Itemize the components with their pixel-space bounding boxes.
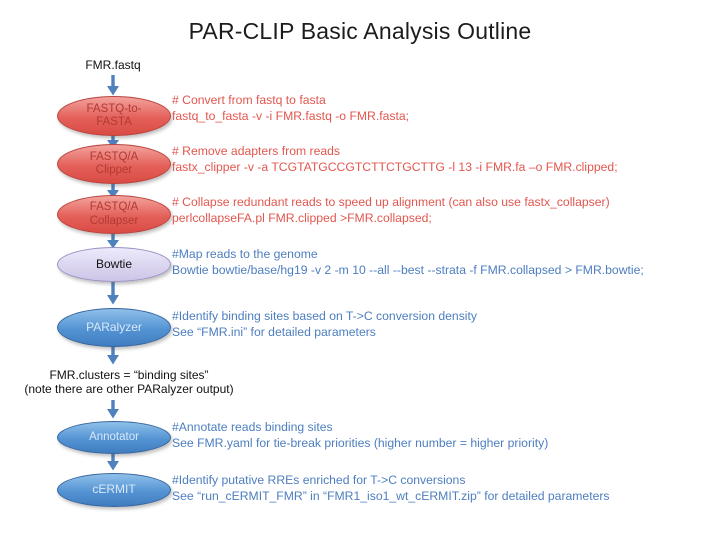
annotation-paralyzer: #Identify binding sites based on T->C co… — [172, 308, 477, 340]
annotation-comment: #Annotate reads binding sites — [172, 420, 333, 434]
annotation-fastq-to-fasta: # Convert from fastq to fasta fastq_to_f… — [172, 92, 409, 124]
annotation-bowtie: #Map reads to the genome Bowtie bowtie/b… — [172, 246, 644, 278]
arrow-down-icon — [107, 232, 119, 249]
arrow-down-icon — [107, 345, 119, 365]
intermediate-output-label: FMR.clusters = “binding sites” (note the… — [0, 368, 258, 396]
arrow-down-icon — [107, 282, 119, 305]
annotation-comment: # Convert from fastq to fasta — [172, 93, 326, 107]
node-label: Bowtie — [95, 256, 133, 271]
node-label: Clipper — [95, 164, 133, 176]
annotation-command: Bowtie bowtie/base/hg19 -v 2 -m 10 --all… — [172, 263, 644, 277]
annotation-command: fastq_to_fasta -v -i FMR.fastq -o FMR.fa… — [172, 109, 410, 123]
node-label: cERMIT — [92, 482, 136, 497]
node-label: FASTA — [96, 116, 132, 128]
node-label: FASTQ-to- — [86, 102, 142, 115]
annotation-cermit: #Identify putative RREs enriched for T->… — [172, 472, 610, 504]
annotation-comment: #Map reads to the genome — [172, 247, 318, 261]
arrow-down-icon — [107, 452, 119, 471]
node-fastq-to-fasta: FASTQ-to- FASTA — [57, 96, 171, 136]
intermediate-output-line1: FMR.clusters = “binding sites” — [49, 368, 209, 382]
node-paralyzer: PARalyzer — [57, 308, 171, 347]
annotation-command: See FMR.yaml for tie-break priorities (h… — [172, 436, 549, 450]
node-fastqa-collapser: FASTQ/A Collapser — [57, 195, 171, 234]
annotation-command: See “run_cERMIT_FMR” in “FMR1_iso1_wt_cE… — [172, 489, 610, 503]
node-label: Collapser — [89, 214, 139, 227]
annotation-command: perlcollapseFA.pl FMR.clipped >FMR.colla… — [172, 211, 432, 225]
annotation-comment: # Remove adapters from reads — [172, 144, 340, 158]
node-label: Annotator — [89, 430, 139, 443]
node-bowtie: Bowtie — [57, 247, 171, 282]
input-file-label: FMR.fastq — [85, 58, 141, 72]
node-annotator: Annotator — [57, 421, 171, 454]
annotation-fastqa-collapser: # Collapse redundant reads to speed up a… — [172, 194, 610, 226]
annotation-fastqa-clipper: # Remove adapters from reads fastx_clipp… — [172, 143, 618, 175]
node-label: FASTQ/A — [89, 150, 139, 163]
annotation-comment: #Identify putative RREs enriched for T->… — [172, 473, 466, 487]
intermediate-output-line2: (note there are other PARalyzer output) — [24, 382, 234, 396]
arrow-down-icon — [107, 75, 119, 96]
annotation-annotator: #Annotate reads binding sites See FMR.ya… — [172, 419, 548, 451]
node-label: FASTQ/A — [89, 201, 139, 214]
page-title: PAR-CLIP Basic Analysis Outline — [188, 18, 532, 44]
annotation-command: See “FMR.ini” for detailed parameters — [172, 325, 376, 339]
node-label: PARalyzer — [86, 319, 142, 334]
annotation-comment: #Identify binding sites based on T->C co… — [172, 309, 477, 323]
node-cermit: cERMIT — [57, 473, 171, 507]
arrow-down-icon — [107, 400, 119, 419]
annotation-command: fastx_clipper -v -a TCGTATGCCGTCTTCTGCTT… — [172, 160, 618, 174]
node-fastqa-clipper: FASTQ/A Clipper — [57, 144, 171, 184]
annotation-comment: # Collapse redundant reads to speed up a… — [172, 195, 610, 209]
